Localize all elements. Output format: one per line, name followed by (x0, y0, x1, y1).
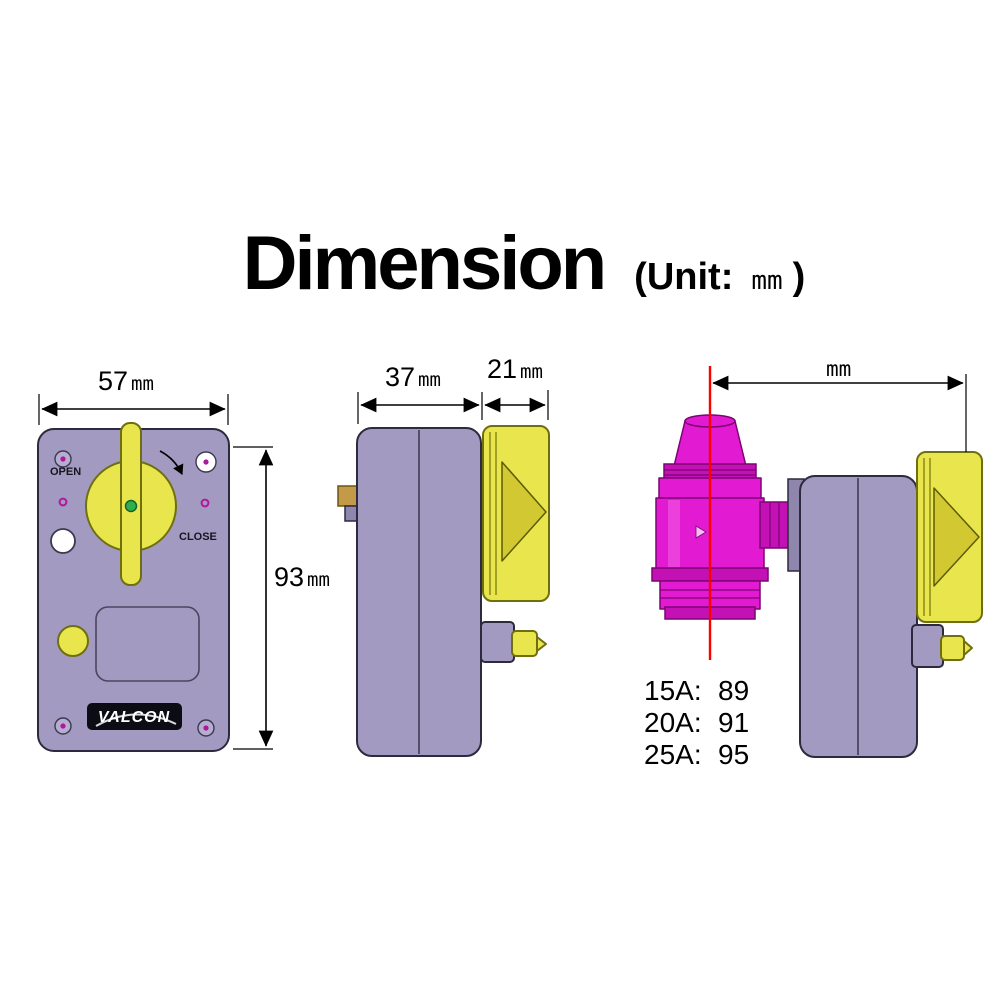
side-knob (482, 425, 550, 602)
flow-direction-mark (695, 525, 707, 539)
mount-hole-left (58, 497, 68, 507)
table-row: 20A:91 (644, 707, 749, 738)
side-cable-connector (337, 485, 360, 507)
actuator-knob-chevron-icon (933, 487, 980, 587)
side-view (337, 425, 550, 757)
actuator-bottom-fitting (911, 624, 973, 668)
side-bottom-fitting (480, 621, 547, 663)
brand-badge: VALCON (87, 703, 182, 730)
manual-override-hole (50, 528, 76, 554)
mount-hole-right (200, 498, 210, 508)
unit-value-text: mm (751, 266, 783, 296)
knob-chevron-icon (501, 461, 547, 562)
close-label: CLOSE (179, 531, 217, 543)
actuator-knob (916, 451, 983, 623)
position-indicator (124, 499, 138, 513)
table-row: 25A:95 (644, 739, 749, 770)
unit-prefix-text: (Unit: (634, 256, 734, 298)
nameplate-outline (95, 606, 200, 682)
assembly-length-unit-label: mm (826, 357, 851, 381)
page-title: Dimension (Unit: mm ) (24, 226, 1000, 302)
unit-suffix-text: ) (792, 256, 806, 298)
front-corner-screws (54, 450, 217, 737)
open-label: OPEN (50, 466, 81, 478)
front-view: OPEN CLOSE VALCON (37, 422, 230, 752)
brand-text: VALCON (98, 709, 170, 726)
assembly-length-dimension: mm (712, 357, 967, 452)
assembly-view (651, 366, 983, 758)
valve-body (651, 414, 801, 620)
brand-swoosh-icon (95, 713, 177, 727)
rotation-arrow-icon (159, 450, 184, 476)
front-yellow-button (57, 625, 89, 657)
size-table: 15A:89 20A:91 25A:95 (644, 675, 749, 770)
brand-badge-background (87, 703, 182, 730)
title-text: Dimension (242, 221, 607, 306)
table-row: 15A:89 (644, 675, 749, 706)
